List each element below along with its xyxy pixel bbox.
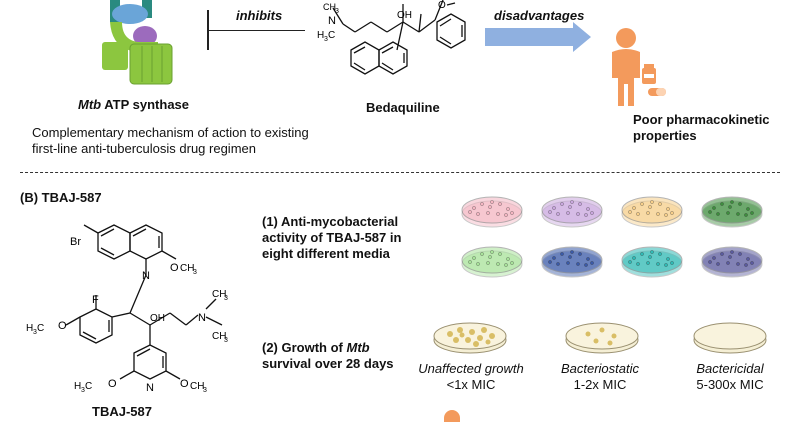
bedaquiline-oh: OH bbox=[397, 10, 412, 21]
svg-text:C: C bbox=[328, 30, 335, 41]
outcome-bactericidal-sub: 5-300x MIC bbox=[696, 377, 764, 392]
svg-text:Br: Br bbox=[70, 236, 81, 248]
svg-text:F: F bbox=[92, 294, 99, 306]
tbaj587-structure: Br N O CH 3 F OH N CH 3 CH 3 O H 3 C N O… bbox=[26, 224, 228, 394]
svg-text:C: C bbox=[37, 323, 44, 334]
svg-text:O: O bbox=[170, 262, 179, 274]
svg-text:O: O bbox=[438, 0, 446, 11]
svg-text:N: N bbox=[142, 270, 150, 282]
svg-text:CH: CH bbox=[212, 289, 226, 300]
plate-bactericidal bbox=[693, 322, 767, 354]
svg-text:3: 3 bbox=[224, 337, 228, 344]
inhibit-line bbox=[209, 30, 305, 31]
svg-text:H: H bbox=[317, 30, 324, 41]
disadvantages-label: disadvantages bbox=[494, 8, 585, 23]
outcome-line-1: Poor pharmacokinetic bbox=[633, 112, 770, 127]
media-plate bbox=[541, 246, 603, 278]
outcome-bacteriostatic-title: Bacteriostatic bbox=[560, 361, 640, 376]
inhibit-bar bbox=[207, 10, 209, 50]
media-plate bbox=[461, 246, 523, 278]
svg-text:CH: CH bbox=[180, 263, 194, 274]
media-plate bbox=[621, 246, 683, 278]
svg-text:CH: CH bbox=[190, 381, 204, 392]
assay1-line-3: eight different media bbox=[262, 246, 390, 261]
svg-text:O: O bbox=[58, 320, 67, 332]
svg-text:H: H bbox=[74, 381, 81, 392]
inhibits-label: inhibits bbox=[236, 8, 283, 23]
svg-text:CH: CH bbox=[212, 331, 226, 342]
svg-text:3: 3 bbox=[203, 387, 207, 394]
plate-unaffected bbox=[433, 322, 507, 354]
svg-text:C: C bbox=[85, 381, 92, 392]
svg-text:N: N bbox=[198, 312, 206, 324]
svg-text:3: 3 bbox=[335, 8, 339, 15]
assay1-line-1: (1) Anti-mycobacterial bbox=[262, 214, 399, 229]
bedaquiline-structure: N H 3 C CH 3 OH O bbox=[317, 0, 466, 75]
patient-icon bbox=[612, 28, 666, 106]
bedaquiline-label: Bedaquiline bbox=[366, 100, 440, 115]
media-plate bbox=[461, 196, 523, 228]
svg-text:3: 3 bbox=[324, 36, 328, 43]
outcome-unaffected-title: Unaffected growth bbox=[418, 361, 524, 376]
media-plate bbox=[621, 196, 683, 228]
svg-text:3: 3 bbox=[33, 329, 37, 336]
svg-text:3: 3 bbox=[224, 295, 228, 302]
panel-b-header: (B) TBAJ-587 bbox=[20, 190, 102, 205]
media-plates bbox=[461, 196, 763, 278]
tbaj587-label: TBAJ-587 bbox=[92, 404, 152, 419]
outcome-unaffected-sub: <1x MIC bbox=[446, 377, 496, 392]
svg-text:N: N bbox=[328, 15, 336, 27]
svg-text:N: N bbox=[146, 382, 154, 394]
media-plate bbox=[541, 196, 603, 228]
svg-text:CH: CH bbox=[323, 2, 336, 12]
assay2-line-2: survival over 28 days bbox=[262, 356, 394, 371]
svg-text:H: H bbox=[26, 323, 33, 334]
mechanism-line-1: Complementary mechanism of action to exi… bbox=[32, 125, 309, 140]
outcome-line-2: properties bbox=[633, 128, 697, 143]
atp-synthase-illustration bbox=[102, 0, 173, 85]
assay2-line-1: (2) Growth of Mtb bbox=[262, 340, 370, 355]
outcome-bacteriostatic-sub: 1-2x MIC bbox=[573, 377, 627, 392]
outcome-bactericidal-title: Bactericidal bbox=[696, 361, 764, 376]
svg-text:3: 3 bbox=[81, 387, 85, 394]
media-plate bbox=[701, 196, 763, 228]
atp-synthase-label: Mtb ATP synthase bbox=[78, 97, 190, 112]
disadvantages-arrow bbox=[485, 22, 591, 52]
plate-bacteriostatic bbox=[565, 322, 639, 354]
svg-text:O: O bbox=[108, 378, 117, 390]
media-plate bbox=[701, 246, 763, 278]
svg-text:O: O bbox=[180, 378, 189, 390]
partial-figure-icon bbox=[444, 410, 460, 422]
svg-text:OH: OH bbox=[150, 313, 165, 324]
mechanism-line-2: first-line anti-tuberculosis drug regime… bbox=[32, 141, 256, 156]
panel-separator bbox=[20, 172, 780, 173]
svg-text:3: 3 bbox=[193, 269, 197, 276]
assay1-line-2: activity of TBAJ-587 in bbox=[262, 230, 402, 245]
